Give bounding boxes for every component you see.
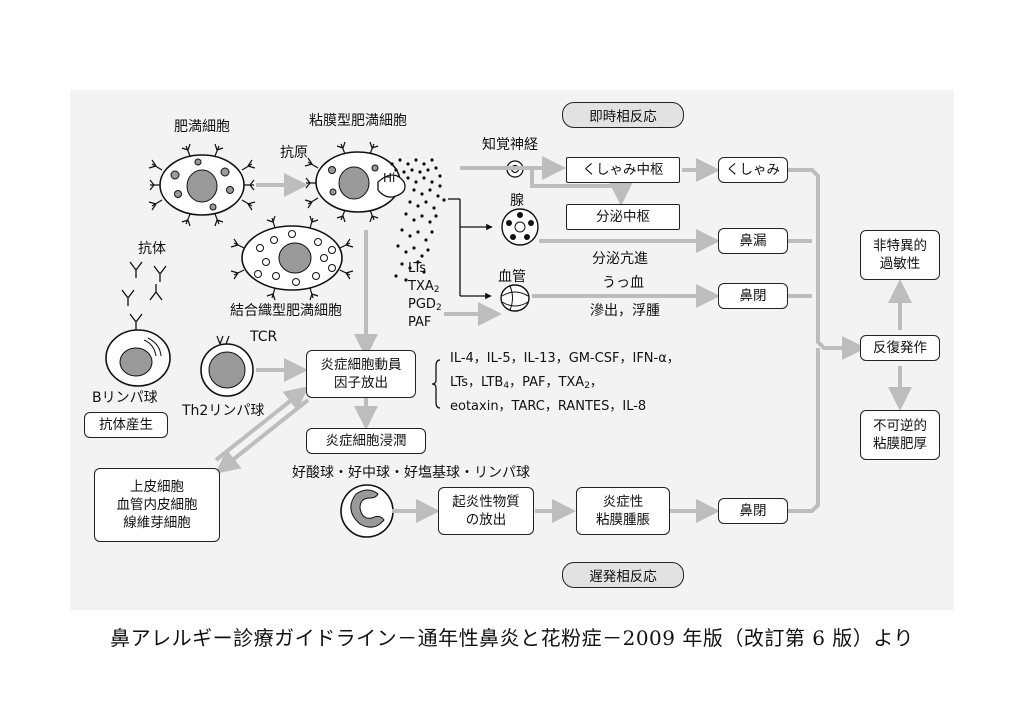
blood-vessel-label: 血管 bbox=[498, 269, 526, 285]
tcr-label: TCR bbox=[250, 329, 278, 345]
blood-vessel-icon bbox=[500, 284, 530, 312]
antibody-illustration bbox=[121, 261, 167, 330]
antibody-label: 抗体 bbox=[138, 241, 166, 257]
antibody-production-box: 抗体産生 bbox=[84, 412, 168, 438]
mast-cell-illustration bbox=[148, 143, 256, 227]
hi-label: Hi bbox=[383, 171, 396, 185]
nasal-block-box-late: 鼻閉 bbox=[718, 498, 788, 524]
epithelial-cells-box: 上皮細胞血管内皮細胞線維芽細胞 bbox=[94, 468, 220, 542]
b-lymphocyte-label: Bリンパ球 bbox=[92, 390, 158, 406]
lts-label: LTs bbox=[408, 261, 427, 276]
source-caption: 鼻アレルギー診療ガイドライン－通年性鼻炎と花粉症－2009 年版（改訂第 6 版… bbox=[110, 626, 914, 650]
inflammatory-infiltration-box: 炎症細胞浸潤 bbox=[306, 428, 426, 454]
mucosal-swelling-box: 炎症性粘膜腫脹 bbox=[576, 487, 670, 535]
connective-mast-cell-label: 結合織型肥満細胞 bbox=[230, 303, 342, 319]
mucosal-mast-cell-illustration bbox=[304, 141, 446, 282]
cytokines-line2: LTs，LTB4，PAF，TXA2， bbox=[450, 375, 603, 391]
sneeze-center-box: くしゃみ中枢 bbox=[566, 157, 680, 183]
immediate-phase-box: 即時相反応 bbox=[562, 102, 684, 128]
diagram-graphics bbox=[105, 141, 912, 538]
mucosal-mast-cell-label: 粘膜型肥満細胞 bbox=[309, 113, 407, 129]
th2-lymphocyte-label: Th2リンパ球 bbox=[182, 403, 265, 419]
mediator-arrows bbox=[431, 198, 493, 409]
mast-cell-label: 肥満細胞 bbox=[174, 119, 230, 135]
connective-mast-cell-illustration bbox=[230, 215, 354, 301]
nasal-block-box-immediate: 鼻閉 bbox=[718, 283, 788, 309]
allergic-rhinitis-diagram: 肥満細胞 粘膜型肥満細胞 抗原 Hi 抗体 結合織型肥満細胞 TCR Bリンパ球… bbox=[70, 90, 954, 610]
inflammatory-cells-label: 好酸球・好中球・好塩基球・リンパ球 bbox=[292, 465, 530, 481]
irreversible-thickening-box: 不可逆的粘膜肥厚 bbox=[860, 410, 940, 460]
flow-arrows bbox=[214, 156, 912, 523]
secretion-increase-label: 分泌亢進 bbox=[592, 251, 648, 267]
sneeze-box: くしゃみ bbox=[718, 157, 788, 183]
late-phase-box: 遅発相反応 bbox=[562, 562, 684, 588]
pgd2-label: PGD2 bbox=[408, 297, 442, 313]
congestion-label: うっ血 bbox=[602, 275, 644, 291]
histamine-granules bbox=[390, 158, 446, 282]
sensory-nerve-label: 知覚神経 bbox=[482, 137, 538, 153]
mobilization-factor-box: 炎症細胞動員因子放出 bbox=[306, 350, 416, 398]
repeated-attack-box: 反復発作 bbox=[860, 335, 940, 361]
txa2-label: TXA2 bbox=[408, 279, 440, 295]
gland-label: 腺 bbox=[510, 193, 524, 209]
antigen-label: 抗原 bbox=[280, 145, 308, 161]
rhinorrhea-box: 鼻漏 bbox=[718, 228, 788, 254]
b-lymphocyte-illustration bbox=[105, 329, 171, 387]
exudation-edema-label: 滲出，浮腫 bbox=[590, 303, 660, 319]
eosinophil-illustration bbox=[340, 484, 394, 538]
paf-label: PAF bbox=[408, 315, 432, 330]
th2-lymphocyte-illustration bbox=[200, 335, 254, 397]
secretion-center-box: 分泌中枢 bbox=[566, 204, 680, 230]
cytokines-line1: IL-4，IL-5，IL-13，GM-CSF，IFN-α， bbox=[450, 351, 680, 366]
mediator-release-box: 起炎性物質の放出 bbox=[438, 487, 534, 535]
cytokines-line3: eotaxin，TARC，RANTES，IL-8 bbox=[450, 399, 647, 414]
gland-icon bbox=[501, 208, 539, 246]
nonspecific-hypersensitivity-box: 非特異的過敏性 bbox=[860, 230, 940, 280]
